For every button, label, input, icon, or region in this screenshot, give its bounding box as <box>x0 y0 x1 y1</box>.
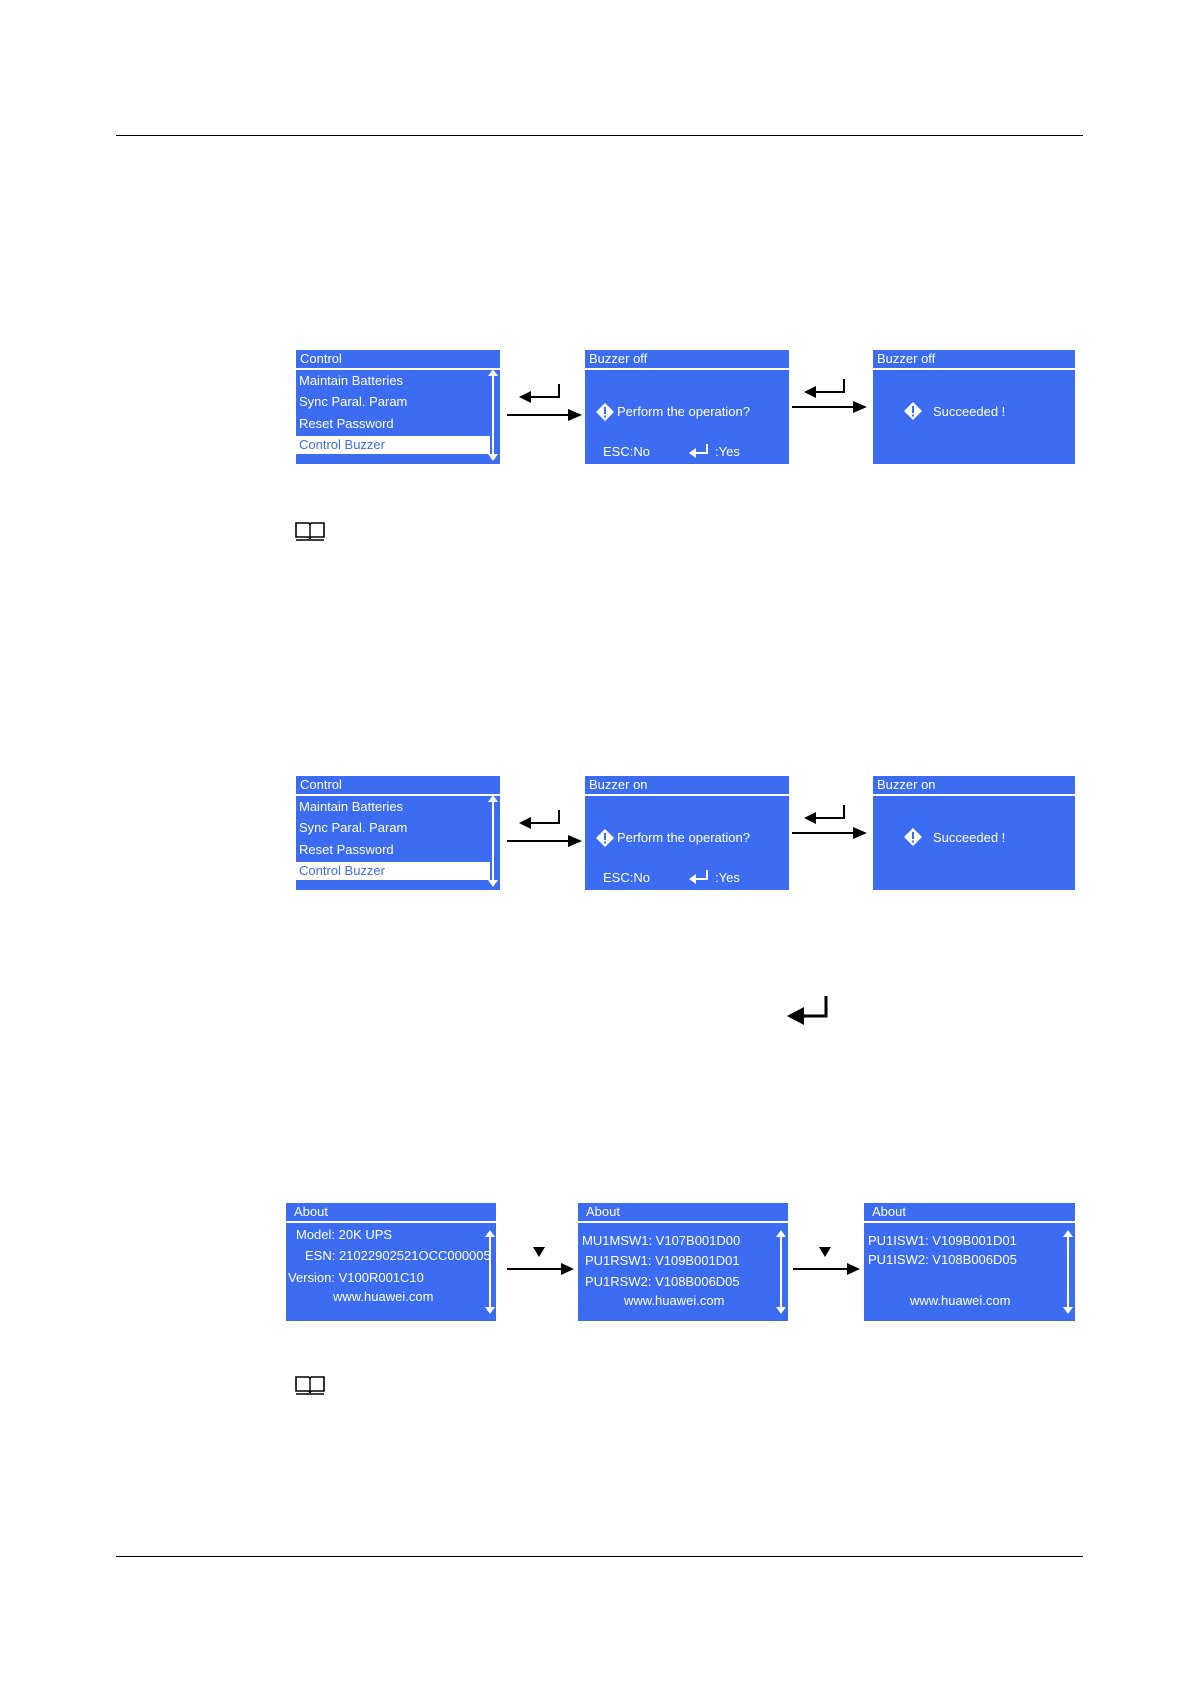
warning-diamond-icon <box>904 828 922 846</box>
version-text: Version: V100R001C10 <box>288 1270 424 1285</box>
screen-title: Buzzer on <box>585 776 789 796</box>
scrollbar <box>488 795 498 887</box>
control-menu-screen: Control Maintain Batteries Sync Paral. P… <box>296 776 500 890</box>
warning-diamond-icon <box>596 829 614 847</box>
enter-key-icon <box>787 996 828 1025</box>
control-menu-screen: Control Maintain Batteries Sync Paral. P… <box>296 350 500 464</box>
down-key-icon <box>793 1247 860 1275</box>
result-message: Succeeded ! <box>933 404 1006 419</box>
scrollbar <box>488 369 498 461</box>
menu-item-control-buzzer[interactable]: Control Buzzer <box>296 862 490 880</box>
screen-title: About <box>864 1203 1075 1223</box>
confirm-question: Perform the operation? <box>617 404 750 419</box>
screen-title: Buzzer off <box>873 350 1075 370</box>
yes-label[interactable]: :Yes <box>715 870 740 885</box>
model-text: Model: 20K UPS <box>296 1227 393 1242</box>
menu-item-sync-paral-param[interactable]: Sync Paral. Param <box>299 394 408 409</box>
version-line: PU1ISW2: V108B006D05 <box>868 1252 1017 1267</box>
esc-no-label[interactable]: ESC:No <box>603 870 650 885</box>
screen-title: Buzzer on <box>873 776 1075 796</box>
menu-item-reset-password[interactable]: Reset Password <box>299 842 394 857</box>
enter-key-icon <box>689 870 708 884</box>
enter-key-icon <box>689 444 708 458</box>
buzzer-on-confirm-screen: Buzzer on Perform the operation? ESC:No … <box>585 776 789 890</box>
website-text: www.huawei.com <box>910 1293 1011 1308</box>
website-text: www.huawei.com <box>624 1293 725 1308</box>
screen-title: Control <box>296 776 500 796</box>
enter-key-icon <box>792 805 867 839</box>
menu-item-control-buzzer[interactable]: Control Buzzer <box>296 436 490 454</box>
screen-title: Buzzer off <box>585 350 789 370</box>
about-screen-3: About PU1ISW1: V109B001D01 PU1ISW2: V108… <box>864 1203 1075 1321</box>
website-text: www.huawei.com <box>333 1289 434 1304</box>
screen-title: About <box>578 1203 788 1223</box>
confirm-question: Perform the operation? <box>617 830 750 845</box>
scrollbar <box>776 1230 786 1314</box>
warning-diamond-icon <box>904 402 922 420</box>
note-book-icon <box>295 1376 325 1395</box>
header-rule <box>116 135 1083 136</box>
screen-title: Control <box>296 350 500 370</box>
result-message: Succeeded ! <box>933 830 1006 845</box>
enter-key-icon <box>507 384 582 421</box>
note-book-icon <box>295 522 325 541</box>
menu-item-reset-password[interactable]: Reset Password <box>299 416 394 431</box>
yes-label[interactable]: :Yes <box>715 444 740 459</box>
esn-text: ESN: 21022902521OCC000005 <box>305 1248 491 1263</box>
enter-key-icon <box>792 379 867 413</box>
buzzer-off-result-screen: Buzzer off Succeeded ! <box>873 350 1075 464</box>
menu-item-maintain-batteries[interactable]: Maintain Batteries <box>299 799 404 814</box>
about-screen-2: About MU1MSW1: V107B001D00 PU1RSW1: V109… <box>578 1203 788 1321</box>
buzzer-on-result-screen: Buzzer on Succeeded ! <box>873 776 1075 890</box>
warning-diamond-icon <box>596 403 614 421</box>
version-line: MU1MSW1: V107B001D00 <box>582 1233 741 1248</box>
scrollbar <box>485 1230 495 1314</box>
version-line: PU1ISW1: V109B001D01 <box>868 1233 1017 1248</box>
version-line: PU1RSW2: V108B006D05 <box>585 1274 740 1289</box>
scrollbar <box>1063 1230 1073 1314</box>
esc-no-label[interactable]: ESC:No <box>603 444 650 459</box>
down-key-icon <box>507 1247 574 1275</box>
enter-key-icon <box>507 810 582 847</box>
menu-item-maintain-batteries[interactable]: Maintain Batteries <box>299 373 404 388</box>
footer-rule <box>116 1556 1083 1557</box>
about-screen-1: About Model: 20K UPS ESN: 21022902521OCC… <box>286 1203 496 1321</box>
version-line: PU1RSW1: V109B001D01 <box>585 1253 740 1268</box>
buzzer-off-confirm-screen: Buzzer off Perform the operation? ESC:No… <box>585 350 789 464</box>
menu-item-sync-paral-param[interactable]: Sync Paral. Param <box>299 820 408 835</box>
screen-title: About <box>286 1203 496 1223</box>
